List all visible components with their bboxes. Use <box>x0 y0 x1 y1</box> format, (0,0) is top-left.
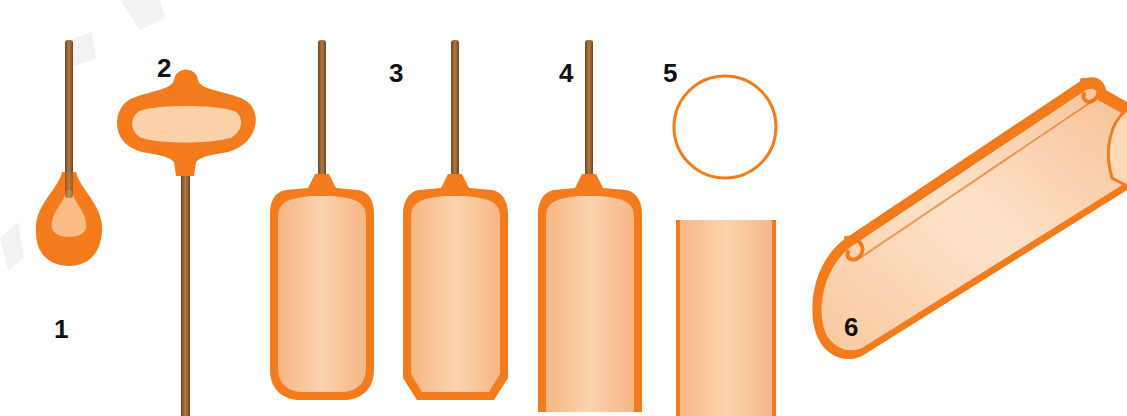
callout-number: 6 <box>844 314 858 340</box>
stage-4-opened-cylinder <box>538 40 642 412</box>
callout-number: 3 <box>389 60 403 86</box>
stage-5-tube <box>674 76 776 416</box>
callout-number: 1 <box>54 316 68 342</box>
callout-number: 5 <box>663 60 677 86</box>
stage-2-blown-bubble <box>117 70 256 416</box>
callout-number: 4 <box>559 60 573 86</box>
callout-number: 2 <box>157 55 171 81</box>
stage-1-gather <box>36 40 102 266</box>
stage-3-cylinders <box>270 40 508 400</box>
stage-6-split-sheet <box>812 77 1127 359</box>
